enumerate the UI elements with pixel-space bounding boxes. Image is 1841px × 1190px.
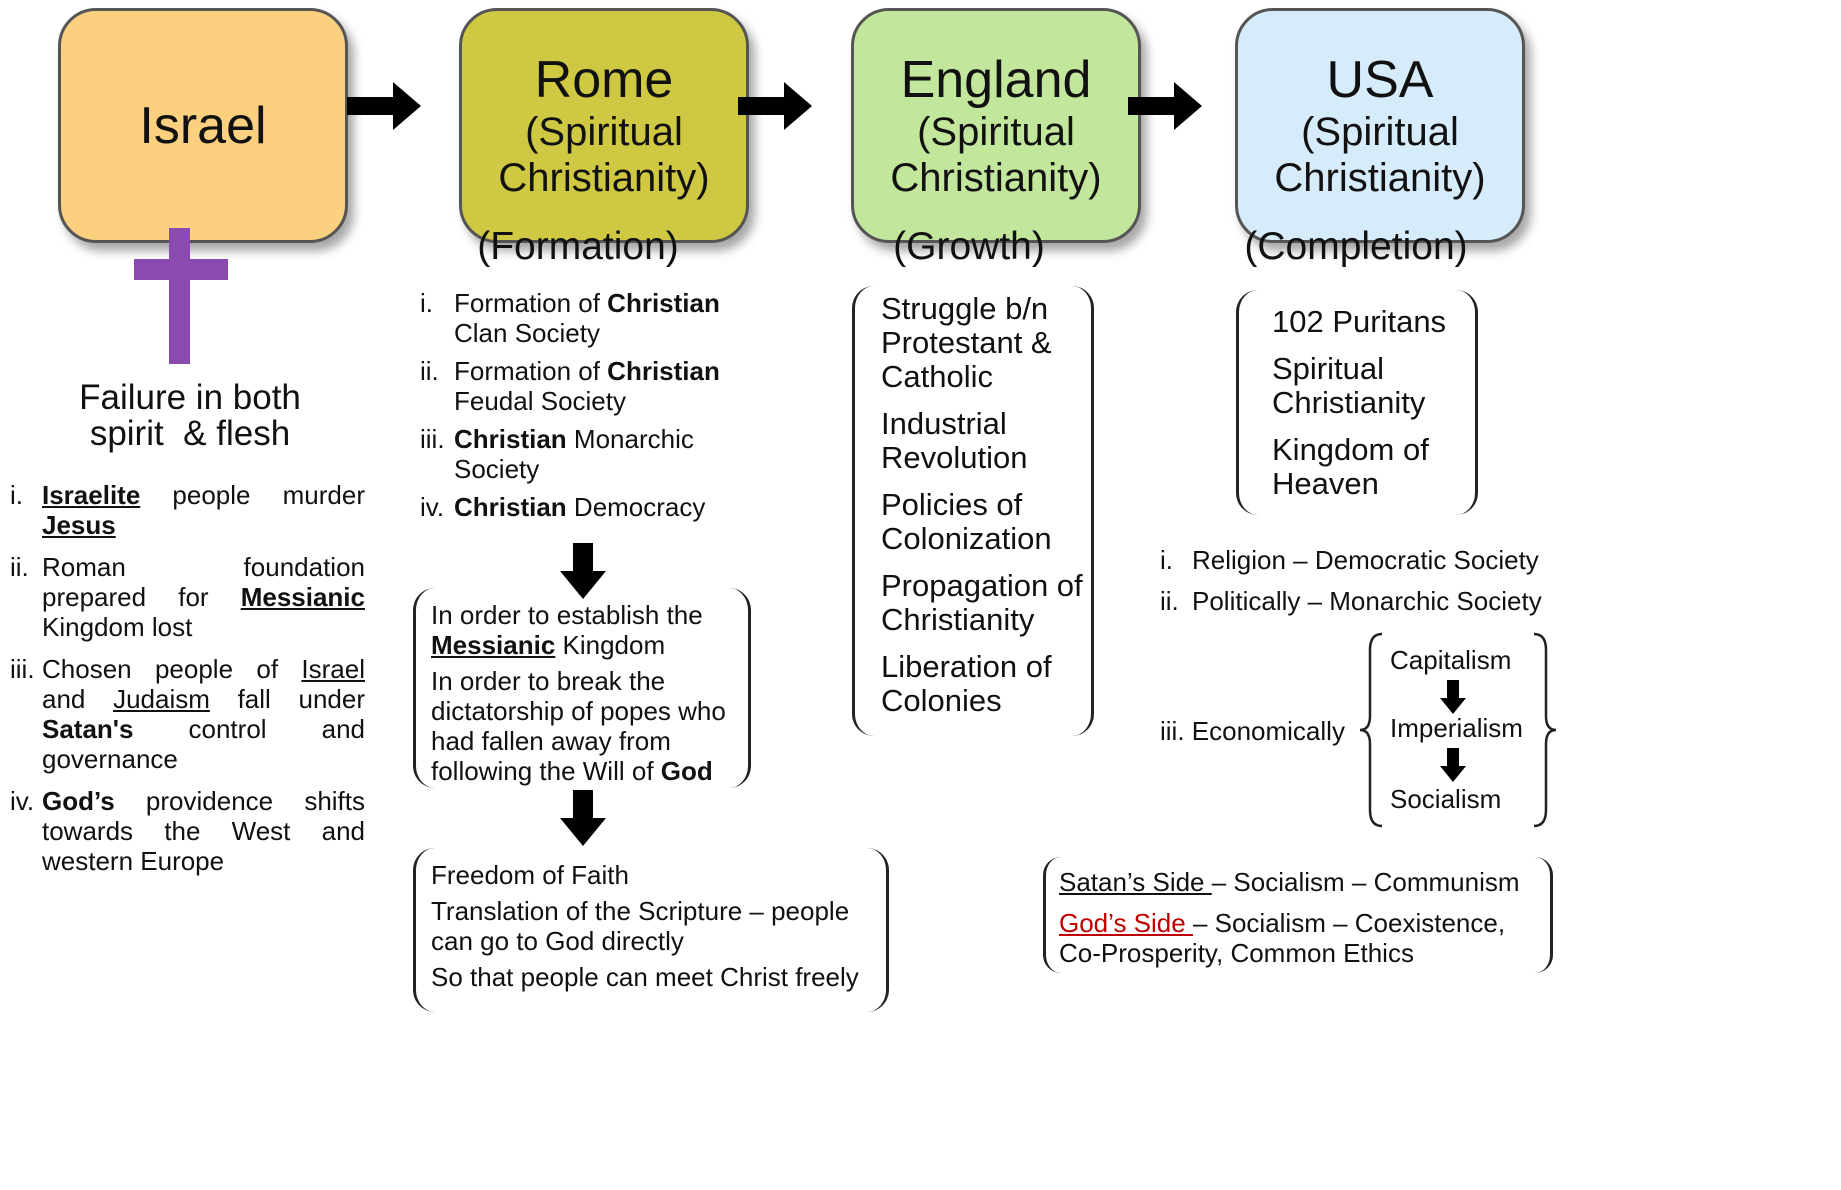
rome-list: i. Formation of Christian Clan Society i… bbox=[420, 288, 750, 522]
list-number: i. bbox=[420, 288, 433, 318]
right-arrow-icon bbox=[1128, 82, 1202, 130]
england-item: Liberation of Colonies bbox=[881, 649, 1052, 718]
list-item: i. Formation of Christian Clan Society bbox=[420, 288, 750, 348]
list-item: iii. Chosen people of Israel and Judaism… bbox=[10, 654, 365, 774]
nation-sub-usa: (Spiritual Christianity) bbox=[1274, 109, 1486, 200]
right-brace-icon bbox=[1533, 632, 1557, 828]
list-item: i. Israelite people murder Jesus bbox=[10, 480, 365, 540]
usa-economy-label: iii. Economically bbox=[1160, 716, 1345, 746]
england-item: Policies of Colonization bbox=[881, 487, 1052, 556]
stage-formation: (Formation) bbox=[477, 225, 679, 268]
rome-result-bracket bbox=[413, 848, 889, 1012]
usa-bracket bbox=[1236, 290, 1478, 515]
right-arrow-icon bbox=[738, 82, 812, 130]
right-arrow-icon bbox=[347, 82, 421, 130]
list-item: iv. Christian Democracy bbox=[420, 492, 750, 522]
stage-completion: (Completion) bbox=[1244, 225, 1468, 268]
usa-religion: i.Religion – Democratic Society bbox=[1160, 545, 1539, 575]
nation-box-rome: Rome (Spiritual Christianity) bbox=[459, 8, 749, 243]
england-item: Propagation of Christianity bbox=[881, 568, 1083, 637]
usa-list: 102 Puritans Spiritual Christianity King… bbox=[1272, 305, 1472, 501]
list-text: Formation of Christian Feudal Society bbox=[454, 356, 720, 416]
nation-box-england: England (Spiritual Christianity) bbox=[851, 8, 1141, 243]
england-list: Struggle b/n Protestant & Catholic Indus… bbox=[881, 291, 1083, 718]
sides-bracket bbox=[1043, 857, 1553, 973]
usa-item: 102 Puritans bbox=[1272, 304, 1447, 339]
nation-name-rome: Rome bbox=[534, 50, 674, 109]
rome-result-text: Freedom of Faith Translation of the Scri… bbox=[431, 860, 876, 992]
list-item: ii. Roman foundation prepared for Messia… bbox=[10, 552, 365, 642]
result-1: Freedom of Faith bbox=[431, 860, 629, 890]
usa-politics: ii.Politically – Monarchic Society bbox=[1160, 586, 1542, 616]
rome-reason-text: In order to establish the Messianic King… bbox=[431, 600, 743, 786]
god-side: God’s Side – Socialism – Coexistence, Co… bbox=[1059, 908, 1506, 968]
list-text: Chosen people of Israel and Judaism fall… bbox=[42, 654, 365, 774]
down-arrow-icon bbox=[560, 790, 606, 846]
nation-box-usa: USA (Spiritual Christianity) bbox=[1235, 8, 1525, 243]
failure-caption: Failure in both spirit & flesh bbox=[40, 380, 340, 452]
list-text: Christian Monarchic Society bbox=[454, 424, 694, 484]
list-number: iii. bbox=[420, 424, 445, 454]
list-number: ii. bbox=[420, 356, 439, 386]
result-2: Translation of the Scripture – people ca… bbox=[431, 896, 850, 956]
nation-box-israel: Israel bbox=[58, 8, 348, 243]
result-3: So that people can meet Christ freely bbox=[431, 962, 859, 992]
israel-list: i. Israelite people murder Jesus ii. Rom… bbox=[10, 480, 365, 876]
econ-imperialism: Imperialism bbox=[1390, 713, 1523, 743]
failure-line-1: Failure in both bbox=[79, 378, 301, 417]
nation-sub-rome: (Spiritual Christianity) bbox=[498, 109, 710, 200]
nation-name-england: England bbox=[900, 50, 1092, 109]
usa-item: Spiritual Christianity bbox=[1272, 351, 1426, 420]
nation-sub-england: (Spiritual Christianity) bbox=[890, 109, 1102, 200]
list-item: iv. God’s providence shifts towards the … bbox=[10, 786, 365, 876]
reason-1: In order to establish the Messianic King… bbox=[431, 600, 703, 660]
nation-name-israel: Israel bbox=[139, 96, 267, 155]
econ-capitalism: Capitalism bbox=[1390, 645, 1512, 675]
stage-growth: (Growth) bbox=[893, 225, 1045, 268]
list-number: ii. bbox=[10, 552, 29, 582]
failure-line-2: spirit & flesh bbox=[89, 414, 291, 453]
list-item: ii. Formation of Christian Feudal Societ… bbox=[420, 356, 750, 416]
cross-icon bbox=[134, 228, 228, 364]
econ-socialism: Socialism bbox=[1390, 784, 1502, 814]
list-text: Formation of Christian Clan Society bbox=[454, 288, 720, 348]
list-item: iii. Christian Monarchic Society bbox=[420, 424, 750, 484]
satan-side: Satan’s Side – Socialism – Communism bbox=[1059, 867, 1520, 897]
list-number: iv. bbox=[10, 786, 35, 816]
list-text: Christian Democracy bbox=[454, 492, 706, 522]
england-item: Industrial Revolution bbox=[881, 406, 1028, 475]
list-number: iii. bbox=[10, 654, 35, 684]
reason-2: In order to break the dictatorship of po… bbox=[431, 666, 726, 786]
nation-name-usa: USA bbox=[1326, 50, 1434, 109]
england-item: Struggle b/n Protestant & Catholic bbox=[881, 291, 1052, 394]
down-arrow-icon bbox=[1440, 748, 1466, 782]
usa-item: Kingdom of Heaven bbox=[1272, 432, 1429, 501]
list-text: God’s providence shifts towards the West… bbox=[42, 786, 365, 876]
list-number: iv. bbox=[420, 492, 445, 522]
down-arrow-icon bbox=[560, 543, 606, 599]
list-number: i. bbox=[10, 480, 23, 510]
left-brace-icon bbox=[1359, 632, 1383, 828]
rome-reason-bracket bbox=[413, 588, 751, 788]
england-bracket bbox=[852, 286, 1094, 736]
list-text: Roman foundation prepared for Messianic … bbox=[42, 552, 365, 642]
list-text: Israelite people murder Jesus bbox=[42, 480, 365, 540]
down-arrow-icon bbox=[1440, 680, 1466, 714]
